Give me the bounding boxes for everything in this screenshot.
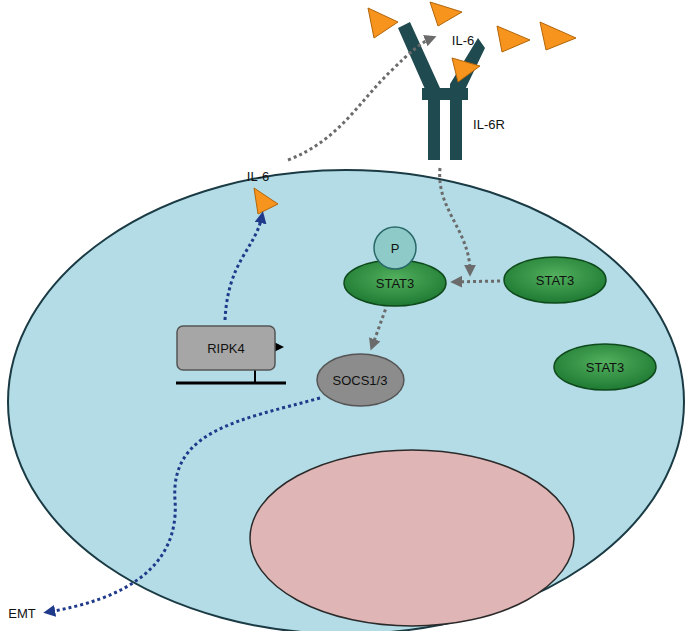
node-text: P	[391, 241, 400, 256]
emt-arrow	[48, 398, 320, 612]
cell-membrane	[8, 170, 684, 631]
stat3-ellipse: STAT3	[503, 256, 607, 304]
ligand-label: IL-6	[247, 169, 269, 184]
node-outline	[504, 257, 606, 303]
node-text: RIPK4	[207, 341, 245, 356]
gene-box: RIPK4	[176, 325, 276, 371]
ligand-label: IL-6	[452, 33, 474, 48]
node-outline	[317, 354, 404, 406]
dotted-arrow	[455, 280, 500, 284]
node-outline	[374, 227, 416, 269]
il6-receptor	[398, 22, 485, 160]
node-outline	[177, 326, 275, 370]
il6-ligand	[254, 2, 576, 214]
socs-ellipse: SOCS1/3	[316, 353, 405, 407]
expression-arrow	[225, 216, 262, 320]
signal-arrow	[440, 168, 470, 272]
secretion-arrow	[288, 38, 432, 160]
node-outline	[344, 260, 446, 306]
outcome-label: EMT	[8, 606, 35, 621]
dotted-arrow	[372, 309, 385, 346]
nucleus	[250, 450, 574, 626]
node-outline	[554, 344, 656, 390]
node-text: STAT3	[586, 360, 625, 375]
node-text: SOCS1/3	[333, 373, 388, 388]
node-text: STAT3	[376, 276, 415, 291]
node-text: STAT3	[536, 273, 575, 288]
receptor-label: IL-6R	[473, 117, 505, 132]
phospho-circle: P	[373, 226, 417, 270]
stat3-ellipse: STAT3	[553, 343, 657, 391]
